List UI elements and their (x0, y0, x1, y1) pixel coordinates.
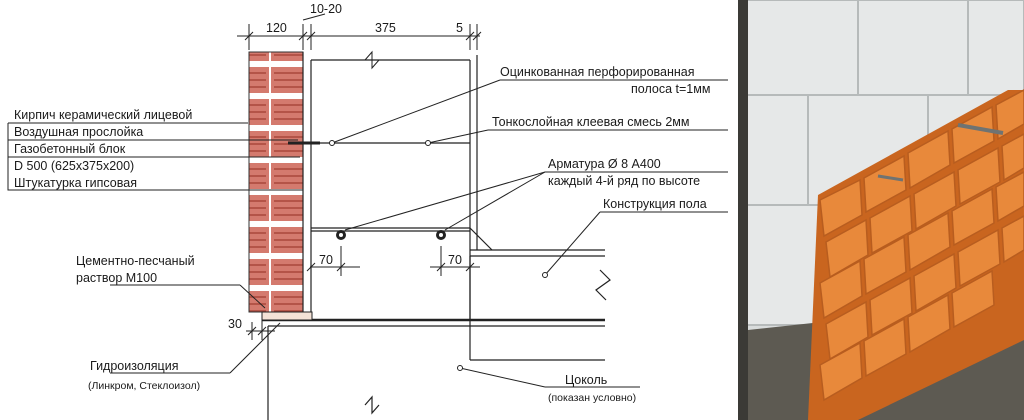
label-strip-1: Оцинкованная перфорированная (500, 65, 695, 79)
label-floor: Конструкция пола (603, 197, 707, 211)
plinth (262, 249, 611, 420)
label-waterproof-note: (Линкром, Стеклоизол) (88, 380, 200, 392)
dim-plaster: 5 (456, 21, 463, 35)
label-strip-2: полоса t=1мм (631, 82, 710, 96)
brick-cladding (248, 51, 304, 313)
dim-mortar-offset: 30 (228, 317, 242, 331)
aerated-block (311, 55, 478, 320)
label-mortar-2: раствор М100 (76, 271, 157, 285)
label-rebar-1: Арматура Ø 8 А400 (548, 157, 661, 171)
label-rebar-2: каждый 4-й ряд по высоте (548, 174, 700, 188)
label-glue: Тонкослойная клеевая смесь 2мм (492, 115, 689, 129)
dim-offset-left: 70 (319, 253, 333, 267)
dim-brick: 120 (266, 21, 287, 35)
label-plaster: Штукатурка гипсовая (14, 176, 137, 190)
wall-section-drawing: 120 10-20 375 5 70 70 30 Кирпич кер (7, 2, 728, 420)
dim-air-gap: 10-20 (310, 2, 342, 16)
masonry-photo (738, 0, 1024, 420)
label-block-2: D 500 (625x375x200) (14, 159, 134, 173)
dim-block: 375 (375, 21, 396, 35)
label-mortar-1: Цементно-песчаный (76, 254, 195, 268)
label-air-layer: Воздушная прослойка (14, 125, 143, 139)
dim-offset-right: 70 (448, 253, 462, 267)
label-brick: Кирпич керамический лицевой (14, 108, 192, 122)
label-plinth: Цоколь (565, 373, 607, 387)
label-block-1: Газобетонный блок (14, 142, 126, 156)
label-plinth-note: (показан условно) (548, 392, 636, 404)
label-waterproof: Гидроизоляция (90, 359, 178, 373)
